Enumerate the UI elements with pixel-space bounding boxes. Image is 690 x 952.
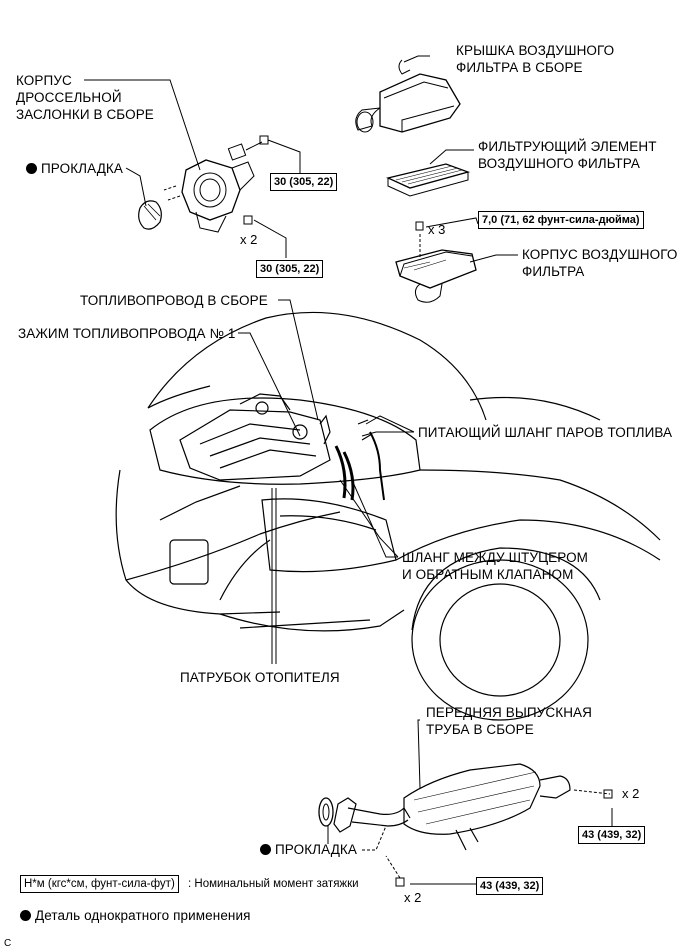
filter-element-label: ФИЛЬТРУЮЩИЙ ЭЛЕМЕНТ ВОЗДУШНОГО ФИЛЬТРА (478, 139, 657, 171)
torque-unit-legend-text: : Номинальный момент затяжки (188, 878, 359, 890)
qty-4: x 2 (404, 890, 422, 905)
exhaust-pipe-label: ПЕРЕДНЯЯ ВЫПУСКНАЯ ТРУБА В СБОРЕ (426, 705, 593, 737)
gasket-bottom-label: ПРОКЛАДКА (260, 841, 357, 858)
qty-1: x 2 (240, 232, 258, 247)
filter-element-drawing (386, 163, 471, 197)
heater-pipe-label: ПАТРУБОК ОТОПИТЕЛЯ (180, 670, 340, 685)
air-cleaner-cap-drawing (355, 59, 461, 133)
corner-letter: C (4, 938, 12, 949)
non-reusable-dot-icon (20, 910, 31, 921)
throttle-body-label-line3: ЗАСЛОНКИ В СБОРЕ (16, 107, 154, 122)
torque-spec-3: 7,0 (71, 62 фунт-сила-дюйма) (478, 211, 644, 229)
exhaust-pipe-drawing (333, 763, 571, 851)
non-reusable-dot-icon (26, 163, 37, 174)
torque-spec-2: 30 (305, 22) (256, 260, 324, 278)
throttle-body-label-line1: КОРПУС (16, 73, 72, 88)
throttle-body-drawing (163, 135, 269, 233)
exhaust-gasket-drawing (318, 797, 334, 827)
torque-spec-1: 30 (305, 22) (270, 173, 338, 191)
gasket-top-label: ПРОКЛАДКА (26, 160, 123, 177)
air-cleaner-case-drawing (395, 221, 477, 303)
air-cleaner-case-label: КОРПУС ВОЗДУШНОГО ФИЛЬТРА (522, 247, 678, 279)
torque-spec-5: 43 (439, 32) (476, 877, 544, 895)
torque-spec-4: 43 (439, 32) (578, 826, 646, 844)
throttle-body-label: КОРПУС ДРОССЕЛЬНОЙ ЗАСЛОНКИ В СБОРЕ (16, 72, 154, 123)
vapor-hose-label: ПИТАЮЩИЙ ШЛАНГ ПАРОВ ТОПЛИВА (418, 425, 673, 440)
qty-2: x 3 (428, 222, 446, 237)
non-reusable-dot-icon (260, 844, 271, 855)
throttle-gasket-drawing (138, 200, 162, 230)
union-hose-label: ШЛАНГ МЕЖДУ ШТУЦЕРОМ И ОБРАТНЫМ КЛАПАНОМ (402, 550, 589, 582)
fuel-line-label: ТОПЛИВОПРОВОД В СБОРЕ (80, 293, 268, 308)
torque-unit-legend-box: Н*м (кгс*см, фунт-сила-фут) (20, 875, 179, 893)
qty-3: x 2 (622, 786, 640, 801)
throttle-body-label-line2: ДРОССЕЛЬНОЙ (16, 90, 122, 105)
non-reusable-legend: Деталь однократного применения (20, 907, 251, 924)
fuel-line-clamp-label: ЗАЖИМ ТОПЛИВОПРОВОДА № 1 (18, 326, 236, 341)
air-cleaner-cap-label: КРЫШКА ВОЗДУШНОГО ФИЛЬТРА В СБОРЕ (456, 43, 615, 75)
car-drawing (115, 311, 661, 721)
